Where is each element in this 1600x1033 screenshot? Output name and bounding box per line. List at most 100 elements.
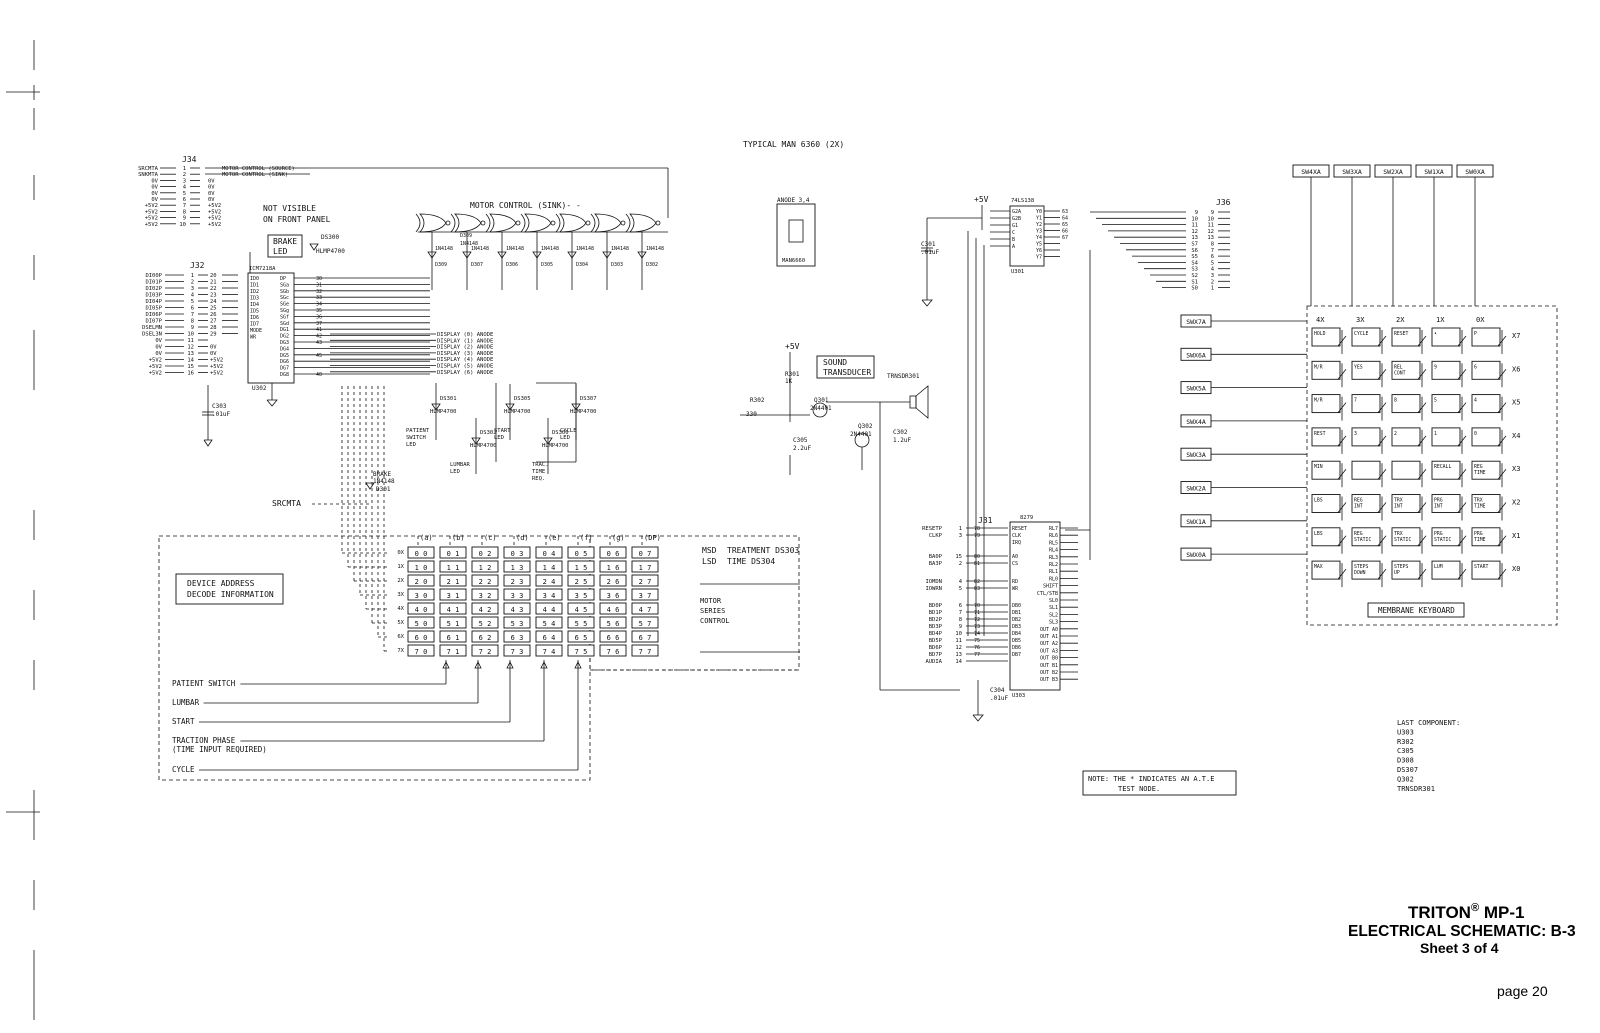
u302-test-node: 41 bbox=[316, 327, 322, 333]
u303-pin-left: CLK bbox=[1012, 533, 1021, 539]
decode-cell bbox=[503, 588, 531, 601]
keyboard-key-label: 4 bbox=[1474, 398, 1477, 404]
decode-cell-value: 7 5 bbox=[575, 648, 588, 656]
u303-pin-left: DB0 bbox=[1012, 603, 1021, 609]
display-anode-label: DISPLAY (0) ANODE bbox=[437, 332, 493, 338]
ds300-part: HLMP4700 bbox=[316, 248, 345, 255]
segment-label: (f) bbox=[580, 534, 593, 542]
j31-signal: BD7P bbox=[929, 652, 943, 658]
keyboard-key-label: 8 bbox=[1394, 398, 1397, 404]
j31-signal: BD6P bbox=[929, 645, 943, 651]
motor-control-gates: 1N4148D3091N4148D3071N4148D3061N4148D305… bbox=[415, 213, 668, 290]
decode-cell-value: 6 2 bbox=[479, 634, 492, 642]
decode-cell bbox=[471, 546, 499, 559]
decode-cell-value: 4 4 bbox=[543, 606, 556, 614]
u301-pin-left: G1 bbox=[1012, 223, 1018, 229]
j32-dest: +5V2 bbox=[210, 358, 223, 364]
j34-dest: MOTOR CONTROL (SINK) bbox=[222, 172, 288, 178]
d301-label-2: 1N4148 bbox=[373, 478, 395, 485]
led-caption: LUMBAR bbox=[450, 462, 471, 468]
j32-dest: 21 bbox=[210, 280, 217, 286]
treatment-label: TREATMENT DS303 bbox=[727, 546, 799, 555]
u301-test-node: 64 bbox=[1062, 216, 1068, 222]
decode-cell-value: 3 3 bbox=[511, 592, 524, 600]
led-symbol bbox=[431, 403, 441, 411]
j34-signal: SRCMTA bbox=[138, 166, 159, 172]
decode-cell bbox=[407, 602, 435, 615]
u302-part: ICM7218A bbox=[249, 266, 276, 272]
title-line-1: TRITON® MP-1 bbox=[1408, 902, 1524, 922]
j31-node: 75 bbox=[974, 638, 980, 644]
keyboard-key bbox=[1431, 427, 1461, 447]
xor-gate bbox=[454, 213, 482, 233]
decode-cell-value: 5 4 bbox=[543, 620, 556, 628]
decode-cell bbox=[407, 630, 435, 643]
decode-cell-value: 5 5 bbox=[575, 620, 588, 628]
switch-left-label: SWX6A bbox=[1186, 351, 1206, 359]
keyboard-row-label: X3 bbox=[1512, 465, 1520, 473]
keyboard-key bbox=[1431, 327, 1461, 347]
j34-dest: 0V bbox=[208, 197, 215, 203]
keyboard-key-label: MAX bbox=[1314, 564, 1323, 570]
decode-cell bbox=[439, 602, 467, 615]
diode-label: D309 bbox=[435, 262, 447, 268]
keyboard-key-label: LBS bbox=[1314, 531, 1323, 537]
keyboard-key-label: PRG bbox=[1434, 498, 1443, 504]
device-address-line-1: DEVICE ADDRESS bbox=[187, 579, 255, 588]
decode-cell-value: 4 7 bbox=[639, 606, 652, 614]
input-arrow bbox=[442, 661, 450, 669]
keyboard-key-label: REG bbox=[1354, 498, 1363, 504]
decode-cell bbox=[599, 560, 627, 573]
keyboard-key-label: MIN bbox=[1314, 464, 1323, 470]
j34-signal: 0V bbox=[151, 178, 158, 184]
u301-pin-right: Y5 bbox=[1036, 242, 1042, 248]
j32-dest: 29 bbox=[210, 332, 217, 338]
decode-cell bbox=[503, 574, 531, 587]
c304-value: .01uF bbox=[990, 695, 1008, 702]
switch-top-label: SW3XA bbox=[1342, 168, 1362, 176]
u303-pin-right: OUT B2 bbox=[1040, 670, 1058, 676]
decode-cell bbox=[599, 574, 627, 587]
top-note: TYPICAL MAN 6360 (2X) bbox=[743, 140, 844, 149]
decode-cell bbox=[599, 588, 627, 601]
brake-led-box bbox=[267, 234, 303, 258]
r302-label: R302 bbox=[750, 397, 765, 404]
j36-signal: S0 bbox=[1191, 286, 1198, 292]
keyboard-key-label: YES bbox=[1354, 364, 1363, 370]
switch-top-label: SW4XA bbox=[1301, 168, 1321, 176]
d301-label-1: BRAKE bbox=[373, 471, 391, 478]
q301-label: Q301 bbox=[814, 397, 829, 404]
switch-left-label: SWX5A bbox=[1186, 385, 1206, 393]
j36-signal: S3 bbox=[1191, 267, 1198, 273]
j32-dest: 24 bbox=[210, 299, 217, 305]
j32-signal: DI05P bbox=[145, 306, 162, 312]
u303-pin-right: RL6 bbox=[1049, 533, 1058, 539]
decode-cell-value: 0 4 bbox=[543, 550, 556, 558]
j32-signal: 0V bbox=[155, 345, 162, 351]
j34-signal: +5V2 bbox=[145, 222, 158, 228]
decode-cell bbox=[471, 602, 499, 615]
decode-cell bbox=[567, 602, 595, 615]
j31-signal: BD0P bbox=[929, 603, 943, 609]
decode-cell-value: 6 5 bbox=[575, 634, 588, 642]
keyboard-key-label: LBS bbox=[1314, 498, 1323, 504]
decode-cell bbox=[407, 588, 435, 601]
keyboard-row-label: X1 bbox=[1512, 532, 1520, 540]
decode-cell-value: 2 1 bbox=[447, 578, 460, 586]
last-component-list: LAST COMPONENT:U303R302C305D308DS307Q302… bbox=[1397, 719, 1460, 793]
decode-cell-value: 4 6 bbox=[607, 606, 620, 614]
man6660-display bbox=[776, 203, 816, 267]
u302-pin-right: SGc bbox=[280, 295, 289, 301]
keyboard-key-label: STATIC bbox=[1354, 537, 1371, 543]
decode-cell-value: 6 4 bbox=[543, 634, 556, 642]
decode-cell-value: 1 2 bbox=[479, 564, 492, 572]
keyboard-key bbox=[1471, 427, 1501, 447]
j36-signal: 12 bbox=[1191, 229, 1198, 235]
led-ds-label: DS307 bbox=[580, 396, 597, 402]
j31-pin: 13 bbox=[955, 652, 962, 658]
switch-top-label: SW2XA bbox=[1383, 168, 1403, 176]
decode-cell bbox=[567, 560, 595, 573]
u302-pin-right: SGd bbox=[280, 321, 289, 327]
j32-dest: 23 bbox=[210, 293, 217, 299]
